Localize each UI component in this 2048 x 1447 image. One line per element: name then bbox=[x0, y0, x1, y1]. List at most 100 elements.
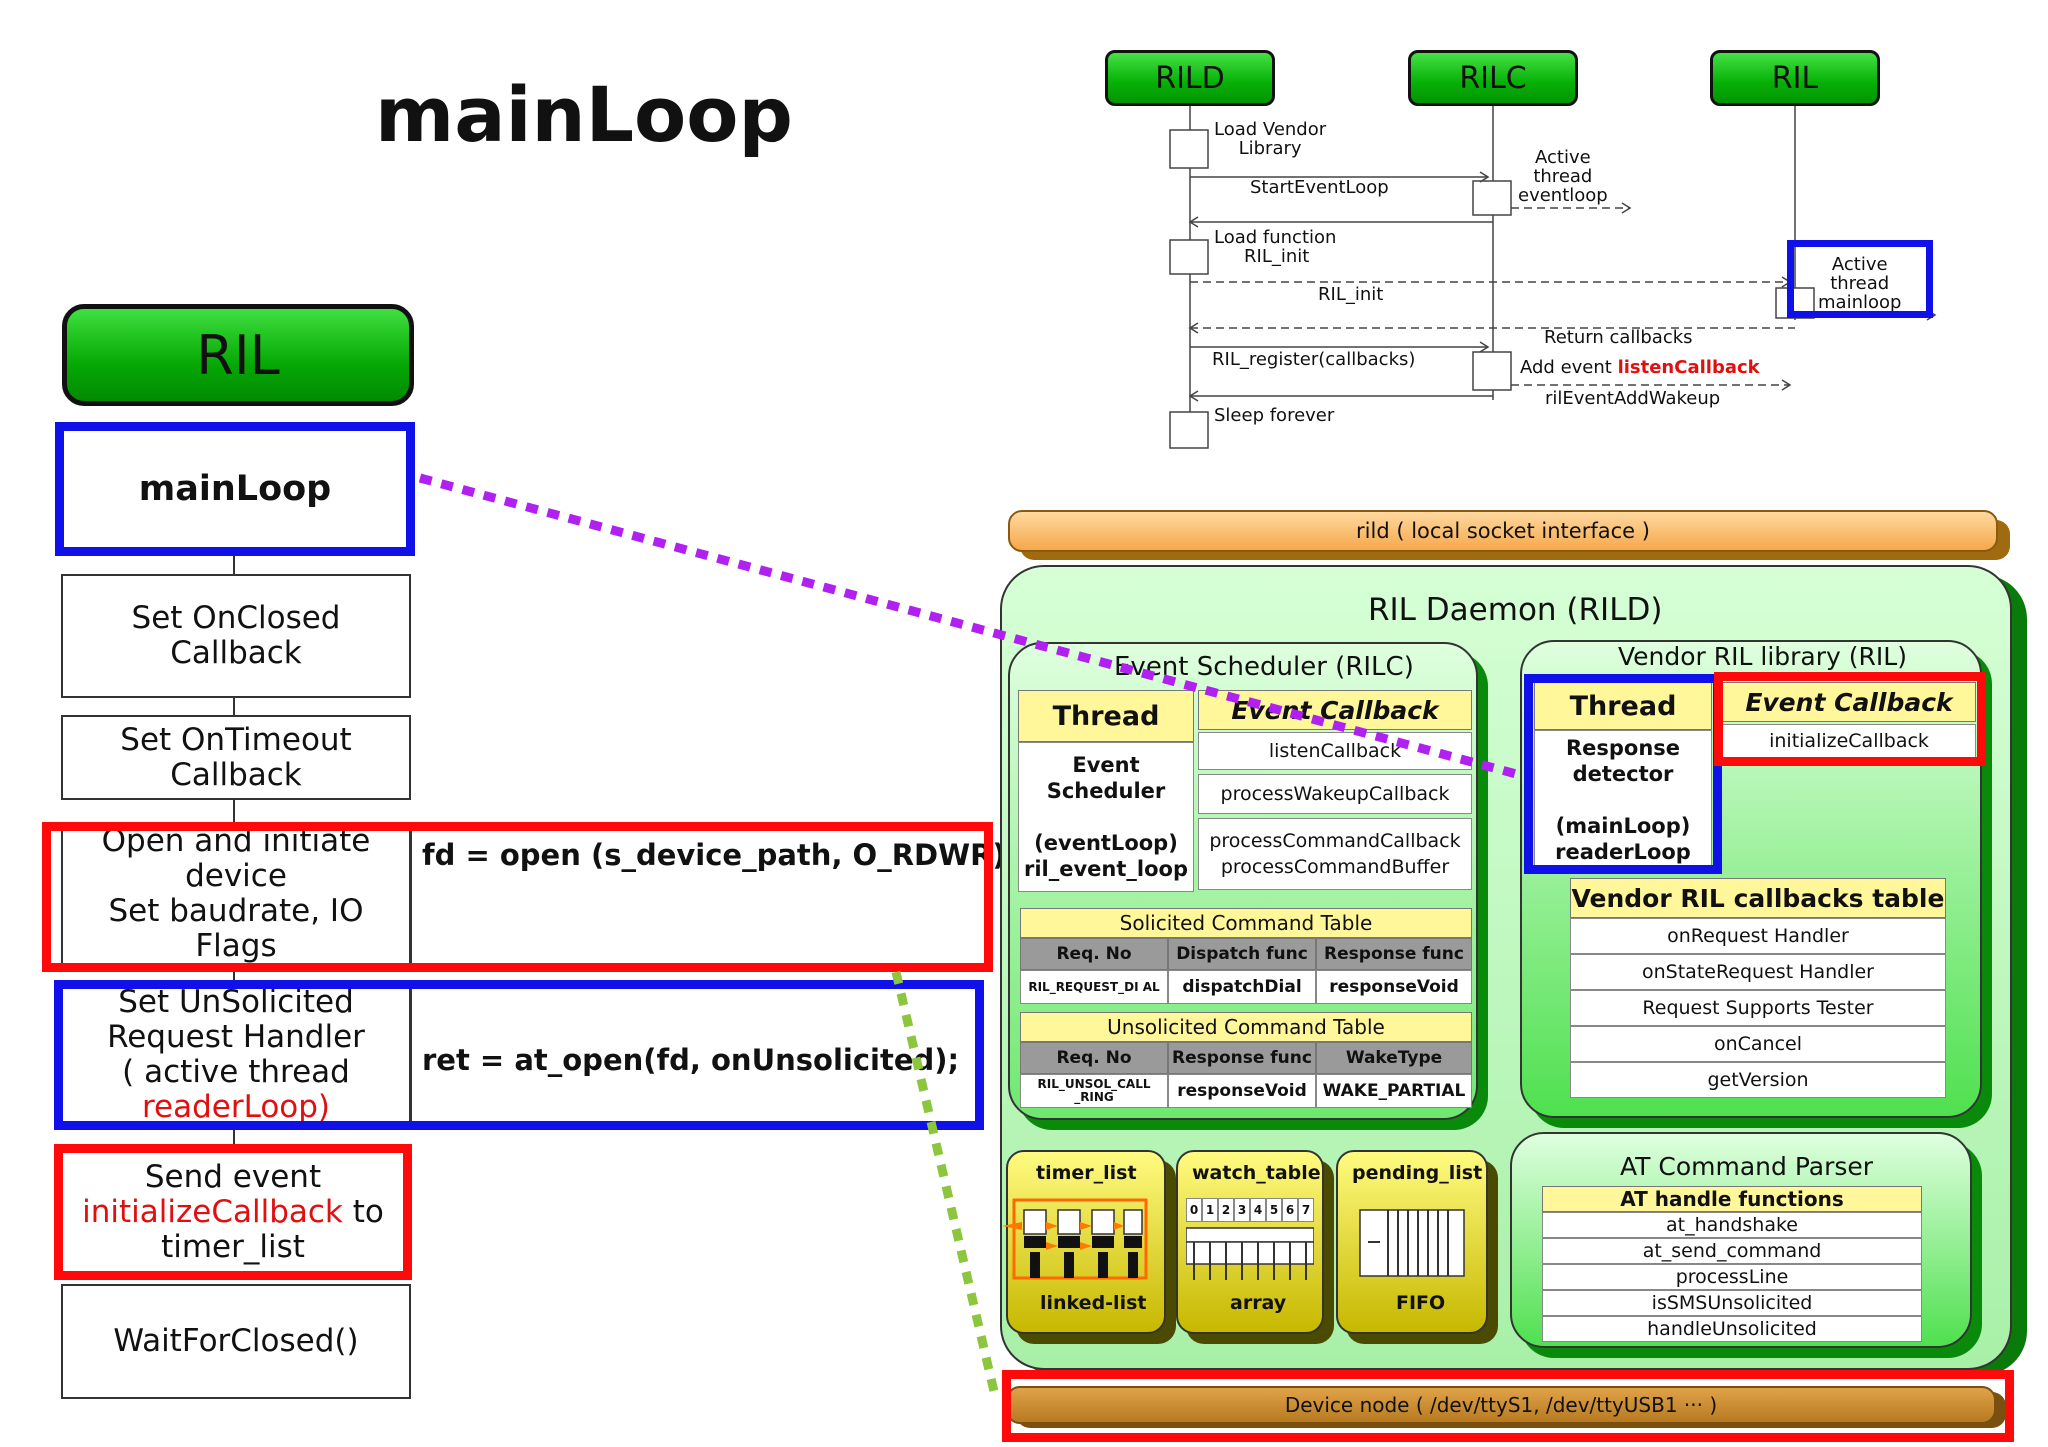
step-text: Open and initiate bbox=[101, 826, 371, 859]
step-text-red: initializeCallback bbox=[82, 1193, 343, 1230]
watch-title: watch_table bbox=[1192, 1162, 1321, 1184]
head-text: Thread bbox=[1052, 700, 1160, 732]
msg-text: Load Vendor bbox=[1214, 119, 1327, 140]
page-title: mainLoop bbox=[375, 70, 793, 159]
vendor-title: Vendor RIL library (RIL) bbox=[1618, 642, 1907, 671]
msg-ril-register: RIL_register(callbacks) bbox=[1212, 349, 1416, 370]
code-divider bbox=[410, 986, 412, 1124]
vendor-row: onRequest Handler bbox=[1570, 918, 1946, 954]
highlight-open-device bbox=[42, 822, 993, 972]
highlight-vendor-callback bbox=[1714, 672, 1986, 766]
watch-caption: array bbox=[1230, 1292, 1287, 1314]
vendor-row: getVersion bbox=[1570, 1062, 1946, 1098]
step-text: timer_list bbox=[161, 1228, 305, 1265]
scheduler-thread-head: Thread bbox=[1018, 690, 1194, 742]
step-text: Send event bbox=[144, 1158, 322, 1195]
seq-head-rilc: RILC bbox=[1408, 50, 1578, 106]
unsolicited-r0: RIL_UNSOL_CALL _RING bbox=[1020, 1074, 1168, 1108]
at-parser-head: AT handle functions bbox=[1542, 1186, 1922, 1212]
watch-digit: 0 bbox=[1186, 1198, 1202, 1222]
code-open: fd = open (s_device_path, O_RDWR); bbox=[422, 838, 1018, 872]
seq-head-label: RIL bbox=[1771, 60, 1819, 96]
cell-text: responseVoid bbox=[1177, 1081, 1307, 1101]
timer-linked-list-icon bbox=[1002, 1198, 1148, 1280]
device-node-bar: Device node ( /dev/ttyS1, /dev/ttyUSB1 ·… bbox=[1006, 1386, 1996, 1424]
watch-digit: 7 bbox=[1298, 1198, 1314, 1222]
msg-ril-event-add-wakeup: rilEventAddWakeup bbox=[1545, 388, 1721, 409]
cell-text: isSMSUnsolicited bbox=[1651, 1292, 1813, 1314]
head-text: Event Callback bbox=[1745, 687, 1953, 717]
pending-caption: FIFO bbox=[1396, 1292, 1446, 1314]
code-at-open: ret = at_open(fd, onUnsolicited); bbox=[422, 1043, 960, 1077]
at-row: processLine bbox=[1542, 1264, 1922, 1290]
step-text: Callback bbox=[170, 635, 302, 671]
watch-array-slots-icon bbox=[1185, 1227, 1315, 1280]
cell-text: Req. No bbox=[1056, 944, 1132, 964]
msg-text: mainloop bbox=[1818, 292, 1902, 313]
cell-text: getVersion bbox=[1707, 1069, 1809, 1091]
msg-text: thread bbox=[1830, 273, 1890, 294]
step-text: to bbox=[342, 1193, 384, 1230]
cell-text: Response func bbox=[1324, 944, 1464, 964]
watch-digit: 2 bbox=[1218, 1198, 1234, 1222]
cell-text: onCancel bbox=[1713, 1033, 1803, 1055]
cell-text: processCommandCallback bbox=[1209, 830, 1461, 852]
msg-add-event: Add event listenCallback bbox=[1520, 358, 1760, 377]
msg-text: Load function bbox=[1214, 227, 1337, 248]
solicited-r0: RIL_REQUEST_DI AL bbox=[1020, 970, 1168, 1004]
cell-text: WakeType bbox=[1345, 1048, 1443, 1068]
solicited-h2: Response func bbox=[1316, 938, 1472, 970]
at-row: at_send_command bbox=[1542, 1238, 1922, 1264]
step-text: Callback bbox=[170, 756, 302, 793]
step-text: Set OnClosed bbox=[131, 600, 341, 636]
cell-text: listenCallback bbox=[1268, 740, 1402, 762]
thread-text: Event bbox=[1072, 753, 1140, 777]
cell-text: WAKE_PARTIAL bbox=[1322, 1081, 1466, 1101]
seq-head-label: RILC bbox=[1459, 60, 1527, 96]
cell-text: RIL_UNSOL_CALL _RING bbox=[1037, 1077, 1151, 1104]
watch-digit: 6 bbox=[1282, 1198, 1298, 1222]
unsolicited-h0: Req. No bbox=[1020, 1042, 1168, 1074]
cell-text: processCommandBuffer bbox=[1220, 856, 1450, 878]
cell-text: Req. No bbox=[1056, 1048, 1132, 1068]
msg-text: thread bbox=[1533, 166, 1593, 187]
at-parser-title: AT Command Parser bbox=[1620, 1152, 1874, 1181]
cell-text: RIL_REQUEST_DI AL bbox=[1028, 979, 1160, 994]
thread-text: detector bbox=[1572, 762, 1674, 786]
watch-array-icon: 0 1 2 3 4 5 6 7 bbox=[1185, 1198, 1315, 1282]
step-text: Set OnTimeout bbox=[120, 721, 352, 758]
seq-head-label: RILD bbox=[1155, 60, 1225, 96]
step-text: Request Handler bbox=[107, 1019, 365, 1055]
table-title: Solicited Command Table bbox=[1119, 911, 1373, 935]
thread-text: (eventLoop) bbox=[1034, 831, 1178, 855]
highlight-device-node bbox=[1002, 1370, 2014, 1442]
at-row: at_handshake bbox=[1542, 1212, 1922, 1238]
thread-text: Response bbox=[1565, 736, 1681, 760]
highlight-vendor-thread bbox=[1524, 674, 1722, 874]
cell-text: onStateRequest Handler bbox=[1642, 961, 1874, 983]
vendor-table-title: Vendor RIL callbacks table bbox=[1570, 878, 1946, 918]
mainloop-label: mainLoop bbox=[138, 469, 332, 509]
msg-sleep-forever: Sleep forever bbox=[1214, 405, 1335, 426]
step-text: Set baudrate, IO bbox=[108, 893, 364, 929]
msg-ril-init: RIL_init bbox=[1318, 284, 1384, 305]
daemon-title: RIL Daemon (RILD) bbox=[1368, 592, 1663, 628]
cell-text: onRequest Handler bbox=[1667, 925, 1849, 947]
device-node-label: Device node ( /dev/ttyS1, /dev/ttyUSB1 ·… bbox=[1284, 1393, 1718, 1417]
step-text: WaitForClosed() bbox=[113, 1323, 359, 1359]
rild-socket-bar: rild ( local socket interface ) bbox=[1008, 510, 1998, 552]
unsolicited-r1: responseVoid bbox=[1168, 1074, 1316, 1108]
vendor-callback-head: Event Callback bbox=[1722, 682, 1976, 722]
vendor-row: onStateRequest Handler bbox=[1570, 954, 1946, 990]
cell-text: dispatchDial bbox=[1182, 977, 1302, 997]
solicited-title: Solicited Command Table bbox=[1020, 908, 1472, 938]
solicited-r2: responseVoid bbox=[1316, 970, 1472, 1004]
msg-text: Add event bbox=[1520, 357, 1618, 378]
code-divider bbox=[410, 826, 412, 966]
solicited-h1: Dispatch func bbox=[1168, 938, 1316, 970]
step-wait-closed: WaitForClosed() bbox=[61, 1284, 411, 1399]
